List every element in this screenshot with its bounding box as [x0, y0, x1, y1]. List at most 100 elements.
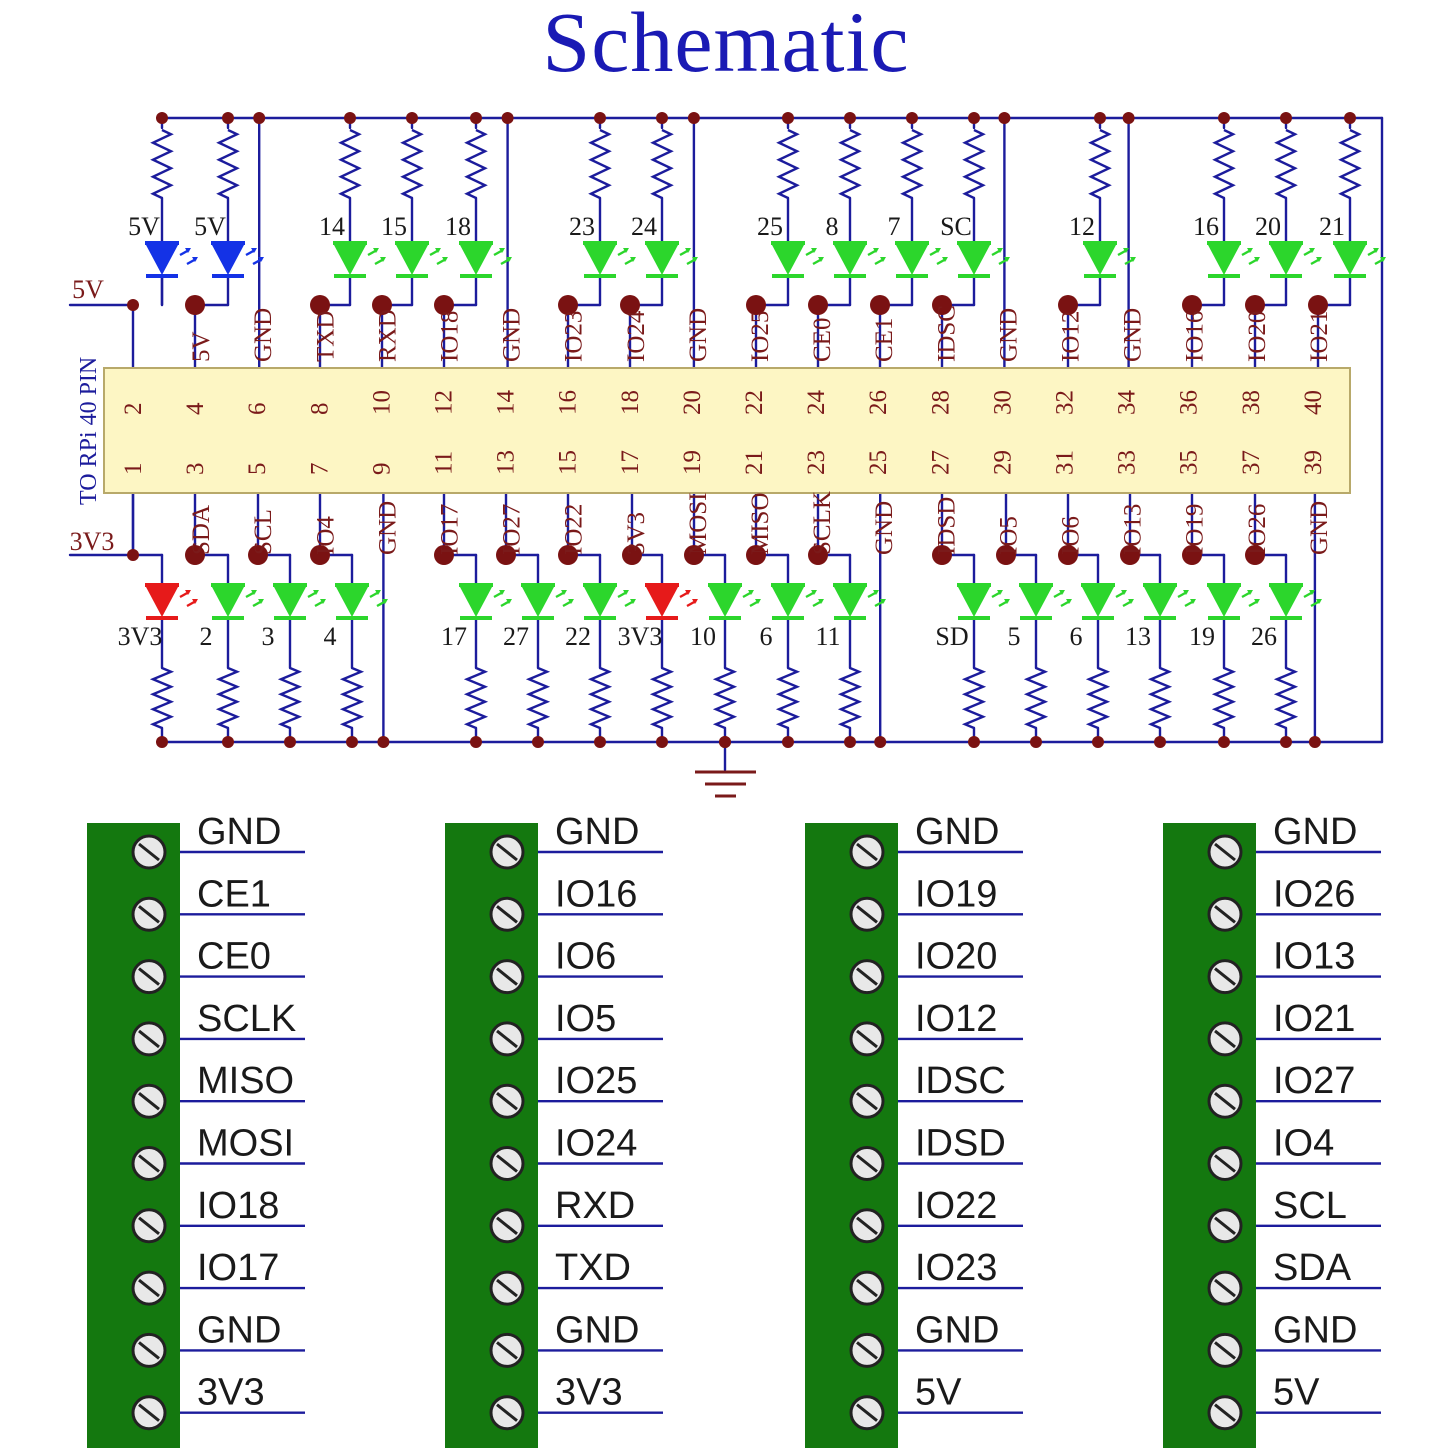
screw-slot [138, 967, 160, 986]
terminal-label: IO16 [555, 873, 637, 915]
junction-node [932, 295, 952, 315]
led-triangle [522, 587, 554, 617]
led-triangle [584, 245, 616, 275]
terminal-label: GND [197, 1309, 281, 1351]
pin-number: 25 [865, 450, 892, 475]
screw-slot [496, 842, 518, 862]
pin-number: 29 [989, 450, 1016, 475]
junction-node [470, 112, 482, 124]
terminal-label: IO26 [1273, 873, 1355, 915]
led-triangle [584, 587, 616, 617]
led-triangle [212, 587, 244, 617]
led-triangle [958, 245, 990, 275]
terminal-label: IO12 [915, 998, 997, 1040]
junction-node [1280, 112, 1292, 124]
led-label-bottom: 6 [760, 622, 773, 651]
terminal-label: 5V [1273, 1372, 1320, 1414]
junction-node [253, 112, 266, 124]
junction-node [156, 736, 168, 748]
schematic-labels: 2143658710912111413161518172019222124232… [70, 212, 1345, 651]
pin-number: 19 [679, 450, 706, 475]
led-arrowhead [313, 590, 319, 595]
junction-node [687, 112, 700, 124]
led-arrowhead [499, 248, 505, 253]
led-green [895, 241, 948, 278]
screw-slot [1214, 1341, 1236, 1360]
junction-node [870, 295, 890, 315]
led-triangle [212, 245, 244, 275]
signal-label-top: IDSC [933, 305, 960, 362]
resistor [1085, 666, 1111, 730]
terminal-label: MOSI [197, 1123, 294, 1165]
led-arrowhead [1128, 599, 1134, 604]
led-label-bottom: 26 [1251, 622, 1277, 651]
signal-label-bottom: GND [374, 501, 401, 555]
terminal-label: CE0 [197, 936, 271, 978]
led-green [645, 241, 698, 278]
led-arrowhead [630, 257, 636, 262]
led-label-top: 24 [631, 212, 657, 241]
junction-node [594, 736, 606, 748]
led-arrowhead [1247, 590, 1253, 595]
screw-slot [856, 905, 878, 924]
junction-node [185, 295, 205, 315]
led-arrowhead [623, 590, 629, 595]
led-arrowhead [818, 599, 824, 604]
signal-label-top: GND [685, 308, 712, 362]
led-green [583, 241, 636, 278]
junction-node [1058, 295, 1078, 315]
led-arrowhead [1123, 248, 1129, 253]
led-triangle [146, 587, 178, 617]
junction-node [1030, 736, 1042, 748]
rail-label-3v3: 3V3 [70, 527, 115, 556]
junction-node [782, 112, 794, 124]
led-green [459, 241, 512, 278]
led-arrowhead [880, 257, 886, 262]
junction-node [808, 545, 828, 565]
led-triangle [834, 587, 866, 617]
screw-slot [1214, 1154, 1236, 1173]
pin-number: 22 [741, 390, 768, 415]
screw-slot [138, 842, 160, 862]
resistor [464, 128, 488, 200]
led-arrowhead [685, 248, 691, 253]
pin-number: 9 [368, 463, 395, 476]
junction-node [844, 736, 856, 748]
led-triangle [1144, 587, 1176, 617]
led-green [333, 241, 386, 278]
rail-label-5v: 5V [72, 275, 104, 304]
led-arrowhead [755, 599, 761, 604]
terminal-label: GND [197, 811, 281, 853]
pin-number: 28 [927, 390, 954, 415]
screw-slot [856, 1092, 878, 1111]
junction-node [406, 112, 418, 124]
pin-number: 1 [120, 463, 147, 476]
screw-slot [856, 842, 878, 862]
led-triangle [772, 587, 804, 617]
junction-node [932, 545, 952, 565]
pin-number: 33 [1114, 450, 1141, 475]
led-triangle [1270, 245, 1302, 275]
terminal-label: RXD [555, 1185, 635, 1227]
junction-node [1245, 295, 1265, 315]
led-triangle [460, 245, 492, 275]
resistor [1274, 128, 1298, 200]
screw-slot [496, 1403, 518, 1422]
terminal-label: IO17 [197, 1247, 279, 1289]
pin-number: 34 [1114, 390, 1141, 416]
junction-node [1308, 295, 1328, 315]
terminal-label: 3V3 [197, 1372, 265, 1414]
junction-node [1218, 112, 1230, 124]
led-arrowhead [1254, 257, 1260, 262]
junction-node [346, 736, 358, 748]
led-label-bottom: 6 [1070, 622, 1083, 651]
screw-slot [1214, 1092, 1236, 1111]
led-green [1081, 583, 1134, 620]
led-green [1207, 583, 1260, 620]
led-arrowhead [811, 590, 817, 595]
junction-node [620, 295, 640, 315]
led-arrowhead [685, 590, 691, 595]
pin-number: 11 [431, 451, 458, 475]
signal-label-top: 5V [188, 331, 215, 362]
terminal-label: SCL [1273, 1185, 1347, 1227]
